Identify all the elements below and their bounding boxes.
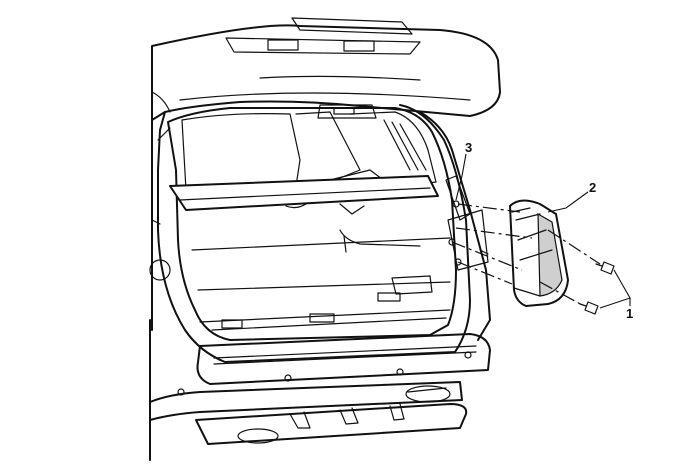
alignment-lines bbox=[451, 203, 601, 307]
cargo-opening-frame bbox=[157, 104, 471, 363]
vehicle-left-side bbox=[149, 89, 171, 331]
rear-bumper bbox=[149, 319, 491, 461]
vehicle-right-side bbox=[419, 111, 491, 341]
fastener-screws bbox=[579, 261, 615, 315]
tail-lamp-assembly bbox=[509, 199, 569, 307]
screw-lower bbox=[579, 301, 599, 315]
callout-1: 1 bbox=[626, 306, 633, 321]
screw-upper bbox=[595, 261, 615, 275]
liftgate-panel bbox=[151, 17, 501, 121]
callout-3: 3 bbox=[465, 140, 472, 155]
cargo-cover bbox=[169, 175, 439, 215]
cargo-floor bbox=[191, 229, 451, 331]
callout-leaders bbox=[455, 153, 631, 309]
callout-2: 2 bbox=[589, 180, 596, 195]
